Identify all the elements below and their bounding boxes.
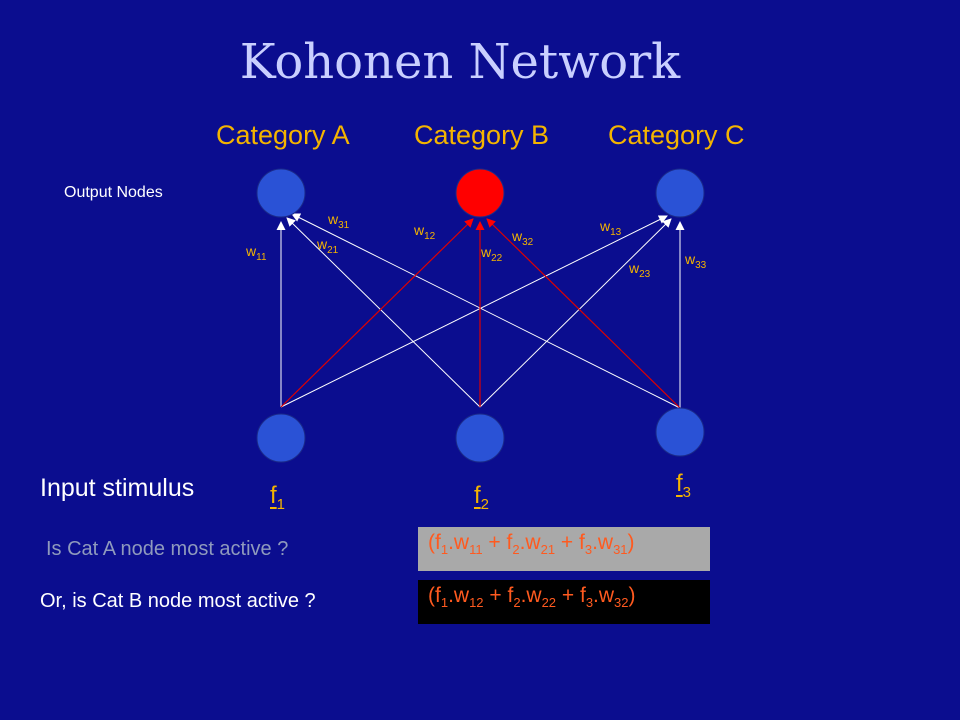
weight-label-w33: w33	[685, 251, 707, 271]
input-label-f3: f3	[676, 470, 692, 501]
output-node-b	[455, 168, 505, 218]
weight-label-w13: w13	[600, 218, 622, 238]
input-node-f2	[455, 413, 505, 463]
output-node-a	[256, 168, 306, 218]
connection-f3-a	[291, 213, 681, 409]
output-nodes-label: Output Nodes	[64, 184, 163, 201]
connection-f1-b	[280, 218, 474, 408]
input-stimulus-label: Input stimulus	[40, 474, 195, 502]
question-cat-a: Is Cat A node most active ?	[46, 538, 289, 560]
weight-label-w32: w32	[512, 228, 534, 248]
formula-cat-a: (f1.w11 + f2.w21 + f3.w31)	[418, 527, 710, 571]
connection-f1-c	[280, 215, 668, 408]
input-label-f2: f2	[474, 482, 490, 513]
output-node-c	[655, 168, 705, 218]
weight-label-w23: w23	[629, 260, 651, 280]
input-node-f3	[655, 407, 705, 457]
weight-label-w22: w22	[481, 244, 503, 264]
page-title: Kohonen Network	[239, 34, 681, 90]
question-cat-b: Or, is Cat B node most active ?	[40, 590, 316, 612]
connection-f2-a	[286, 217, 481, 408]
input-label-f1: f1	[270, 482, 286, 513]
connection-f3-b	[486, 218, 681, 409]
weight-label-w12: w12	[414, 222, 436, 242]
connection-f2-c	[479, 218, 672, 408]
weight-label-w11: w11	[246, 243, 267, 263]
category-b-label: Category B	[414, 120, 550, 150]
input-node-f1	[256, 413, 306, 463]
weight-label-w31: w31	[328, 211, 350, 231]
category-c-label: Category C	[608, 120, 745, 150]
category-a-label: Category A	[216, 120, 350, 150]
formula-cat-b: (f1.w12 + f2.w22 + f3.w32)	[418, 580, 710, 624]
weight-label-w21: w21	[317, 236, 339, 256]
